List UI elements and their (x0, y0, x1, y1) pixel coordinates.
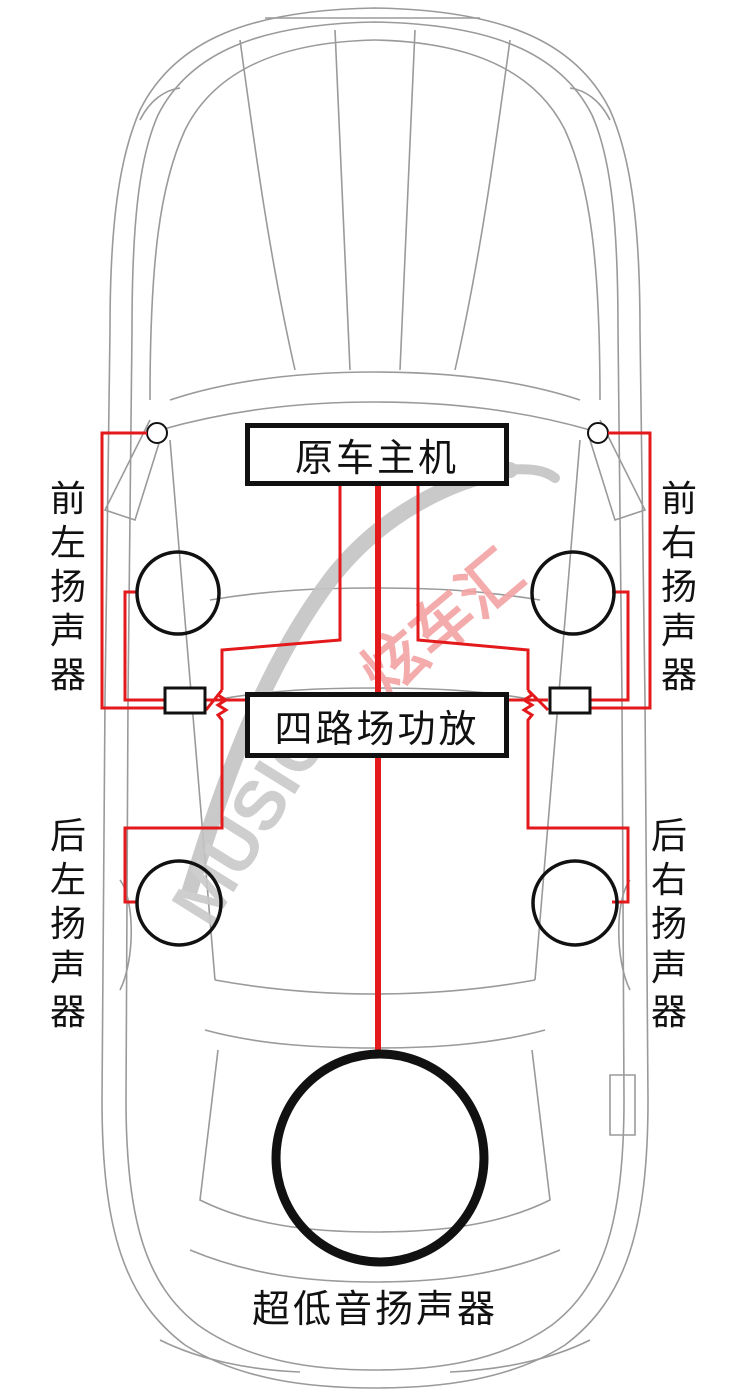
front-left-crossover (163, 686, 207, 715)
label-char: 器 (49, 992, 86, 1033)
label-char: 左 (49, 860, 86, 901)
label-char: 右 (660, 523, 697, 564)
label-char: 扬 (49, 567, 86, 608)
amplifier-box: 四路场功放 (245, 692, 509, 758)
front-right-speaker-label: 前右扬声器 (651, 478, 707, 698)
head-unit-box: 原车主机 (245, 423, 509, 486)
label-char: 声 (49, 948, 86, 989)
label-char: 右 (650, 860, 687, 901)
label-char: 前 (49, 479, 86, 520)
label-char: 后 (49, 816, 86, 857)
label-char: 器 (49, 655, 86, 696)
front-left-tweeter (146, 422, 168, 444)
label-char: 后 (650, 816, 687, 857)
label-char: 声 (650, 948, 687, 989)
rear-right-speaker-label: 后右扬声器 (641, 815, 697, 1035)
head-unit-label: 原车主机 (294, 436, 459, 480)
label-char: 声 (49, 611, 86, 652)
front-left-speaker-label: 前左扬声器 (40, 478, 96, 698)
label-char: 前 (660, 479, 697, 520)
rear-right-speaker (531, 859, 619, 947)
label-char: 声 (660, 611, 697, 652)
subwoofer-label: 超低音扬声器 (251, 1287, 498, 1331)
rear-left-speaker-label: 后左扬声器 (40, 815, 96, 1035)
front-right-crossover (548, 686, 592, 715)
label-char: 扬 (650, 904, 687, 945)
front-right-tweeter (587, 422, 609, 444)
front-right-speaker (530, 550, 616, 636)
wiring (100, 431, 652, 904)
label-char: 器 (660, 655, 697, 696)
label-char: 扬 (49, 904, 86, 945)
amplifier-label: 四路场功放 (274, 706, 480, 751)
front-left-speaker (135, 550, 221, 636)
label-char: 器 (650, 992, 687, 1033)
rear-left-speaker (135, 859, 223, 947)
label-char: 左 (49, 523, 86, 564)
subwoofer-speaker (271, 1049, 489, 1267)
label-char: 扬 (660, 567, 697, 608)
